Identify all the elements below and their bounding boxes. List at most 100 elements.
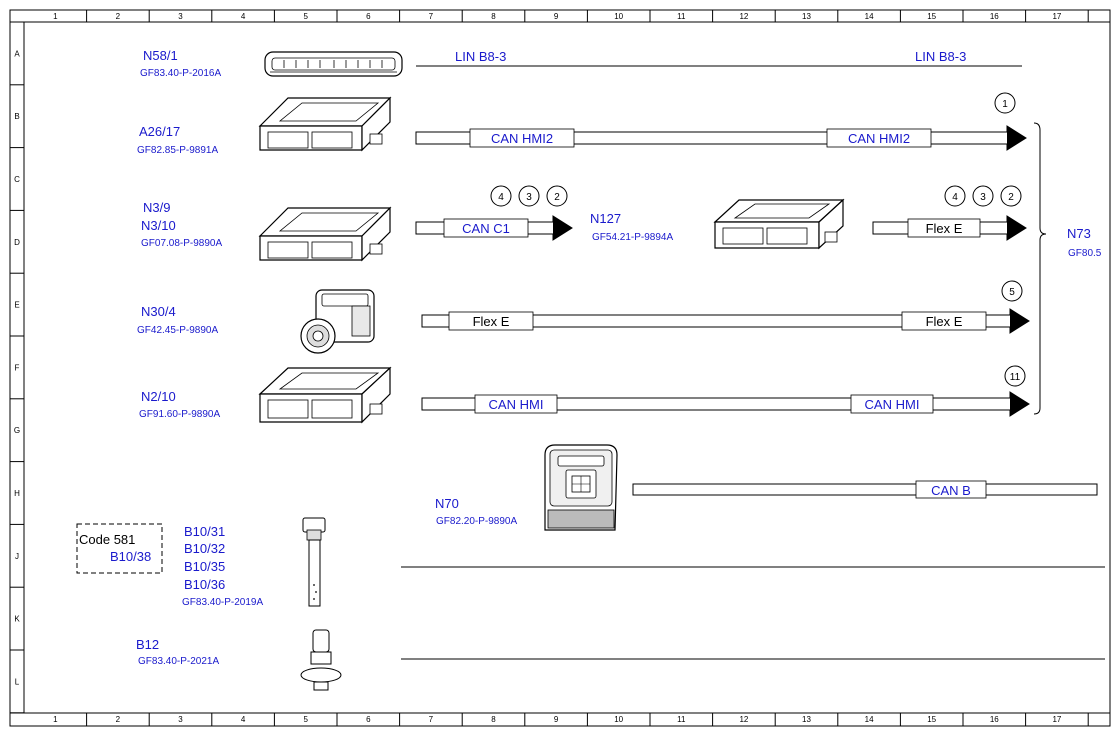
b12-label: B12 <box>136 637 159 652</box>
column-number: 9 <box>554 715 559 724</box>
column-number: 12 <box>739 12 748 21</box>
svg-text:2: 2 <box>554 192 560 203</box>
column-number: 6 <box>366 715 371 724</box>
n73-ref[interactable]: GF80.5 <box>1068 248 1102 259</box>
n127-ref[interactable]: GF54.21-P-9894A <box>592 232 673 243</box>
control-unit-icon <box>713 198 845 250</box>
column-number: 6 <box>366 12 371 21</box>
n58-1-ref[interactable]: GF83.40-P-2016A <box>140 68 221 79</box>
can-hmi2-label-right: CAN HMI2 <box>848 131 910 146</box>
row-letter: H <box>14 489 20 498</box>
column-number: 3 <box>178 715 183 724</box>
level-sensor-icon <box>302 517 326 607</box>
svg-text:2: 2 <box>1008 192 1014 203</box>
marker-text-5: 5 <box>1009 287 1015 298</box>
row-letter: B <box>14 112 19 121</box>
b12-ref[interactable]: GF83.40-P-2021A <box>138 656 219 667</box>
connector-markers-can-c1: 4 3 2 <box>490 185 568 207</box>
n2-10-ref[interactable]: GF91.60-P-9890A <box>139 409 220 420</box>
lin-bus-label-left: LIN B8-3 <box>455 49 506 64</box>
can-hmi-label-right: CAN HMI <box>865 397 920 412</box>
a26-17-label: A26/17 <box>139 124 180 139</box>
flex-e-label-right: Flex E <box>926 314 963 329</box>
column-number: 7 <box>429 12 434 21</box>
row-letter: J <box>15 552 19 561</box>
b10-38-label: B10/38 <box>110 549 151 564</box>
column-number: 10 <box>614 12 623 21</box>
svg-text:4: 4 <box>498 192 504 203</box>
diagram-frame <box>9 9 1111 727</box>
connector-marker-5 <box>1001 280 1023 302</box>
column-number: 10 <box>614 715 623 724</box>
row-letter: C <box>14 175 20 184</box>
flex-e-label-n127: Flex E <box>926 221 963 236</box>
a26-17-ref[interactable]: GF82.85-P-9891A <box>137 145 218 156</box>
column-number: 11 <box>677 715 686 724</box>
switch-panel-icon <box>264 51 403 77</box>
row-letter: E <box>14 301 19 310</box>
column-number: 13 <box>802 12 811 21</box>
b10-36-label: B10/36 <box>184 577 225 592</box>
row-letter: A <box>14 49 20 58</box>
n30-4-ref[interactable]: GF42.45-P-9890A <box>137 325 218 336</box>
lin-bus-label-right: LIN B8-3 <box>915 49 966 64</box>
column-number: 3 <box>178 12 183 21</box>
column-number: 9 <box>554 12 559 21</box>
column-number: 15 <box>927 12 936 21</box>
row-letter: K <box>14 615 20 624</box>
svg-text:3: 3 <box>980 192 986 203</box>
n58-1-label: N58/1 <box>143 48 178 63</box>
svg-text:3: 3 <box>526 192 532 203</box>
n70-label: N70 <box>435 496 459 511</box>
b10-ref[interactable]: GF83.40-P-2019A <box>182 597 263 608</box>
column-number: 4 <box>241 715 246 724</box>
can-b-label: CAN B <box>931 483 971 498</box>
column-number: 8 <box>491 12 496 21</box>
column-number: 12 <box>739 715 748 724</box>
can-c1-label: CAN C1 <box>462 221 510 236</box>
column-number: 8 <box>491 715 496 724</box>
can-hmi2-label-left: CAN HMI2 <box>491 131 553 146</box>
n127-label: N127 <box>590 211 621 226</box>
connector-marker-1 <box>994 92 1016 114</box>
column-number: 14 <box>865 715 874 724</box>
connector-markers-flex-n127: 4 3 2 <box>944 185 1022 207</box>
column-number: 11 <box>677 12 686 21</box>
column-number: 13 <box>802 715 811 724</box>
row-letter: F <box>15 363 20 372</box>
column-number: 4 <box>241 12 246 21</box>
column-number: 16 <box>990 12 999 21</box>
column-number: 5 <box>303 12 308 21</box>
column-number: 2 <box>116 12 121 21</box>
n3-9-label: N3/9 <box>143 200 170 215</box>
n3-ref[interactable]: GF07.08-P-9890A <box>141 238 222 249</box>
n30-4-label: N30/4 <box>141 304 176 319</box>
row-letter: L <box>15 677 20 686</box>
column-number: 2 <box>116 715 121 724</box>
control-unit-icon <box>258 96 392 152</box>
column-ruler: 1122334455667788991010111112121313141415… <box>53 10 1089 726</box>
column-number: 1 <box>53 715 58 724</box>
can-hmi-label-left: CAN HMI <box>489 397 544 412</box>
column-number: 7 <box>429 715 434 724</box>
n2-10-label: N2/10 <box>141 389 176 404</box>
flex-e-label-left: Flex E <box>473 314 510 329</box>
column-number: 15 <box>927 715 936 724</box>
b10-32-label: B10/32 <box>184 541 225 556</box>
n70-ref[interactable]: GF82.20-P-9890A <box>436 516 517 527</box>
camera-module-icon <box>300 289 375 354</box>
column-number: 16 <box>990 715 999 724</box>
overhead-control-panel-icon <box>544 444 618 531</box>
column-number: 17 <box>1052 12 1061 21</box>
marker-text-11: 11 <box>1010 372 1021 383</box>
row-letter: G <box>14 426 20 435</box>
n3-10-label: N3/10 <box>141 218 176 233</box>
n73-label: N73 <box>1067 226 1091 241</box>
svg-text:4: 4 <box>952 192 958 203</box>
can-b-bus <box>632 483 1098 496</box>
control-unit-icon <box>258 366 392 424</box>
pressure-sensor-icon <box>300 629 342 691</box>
